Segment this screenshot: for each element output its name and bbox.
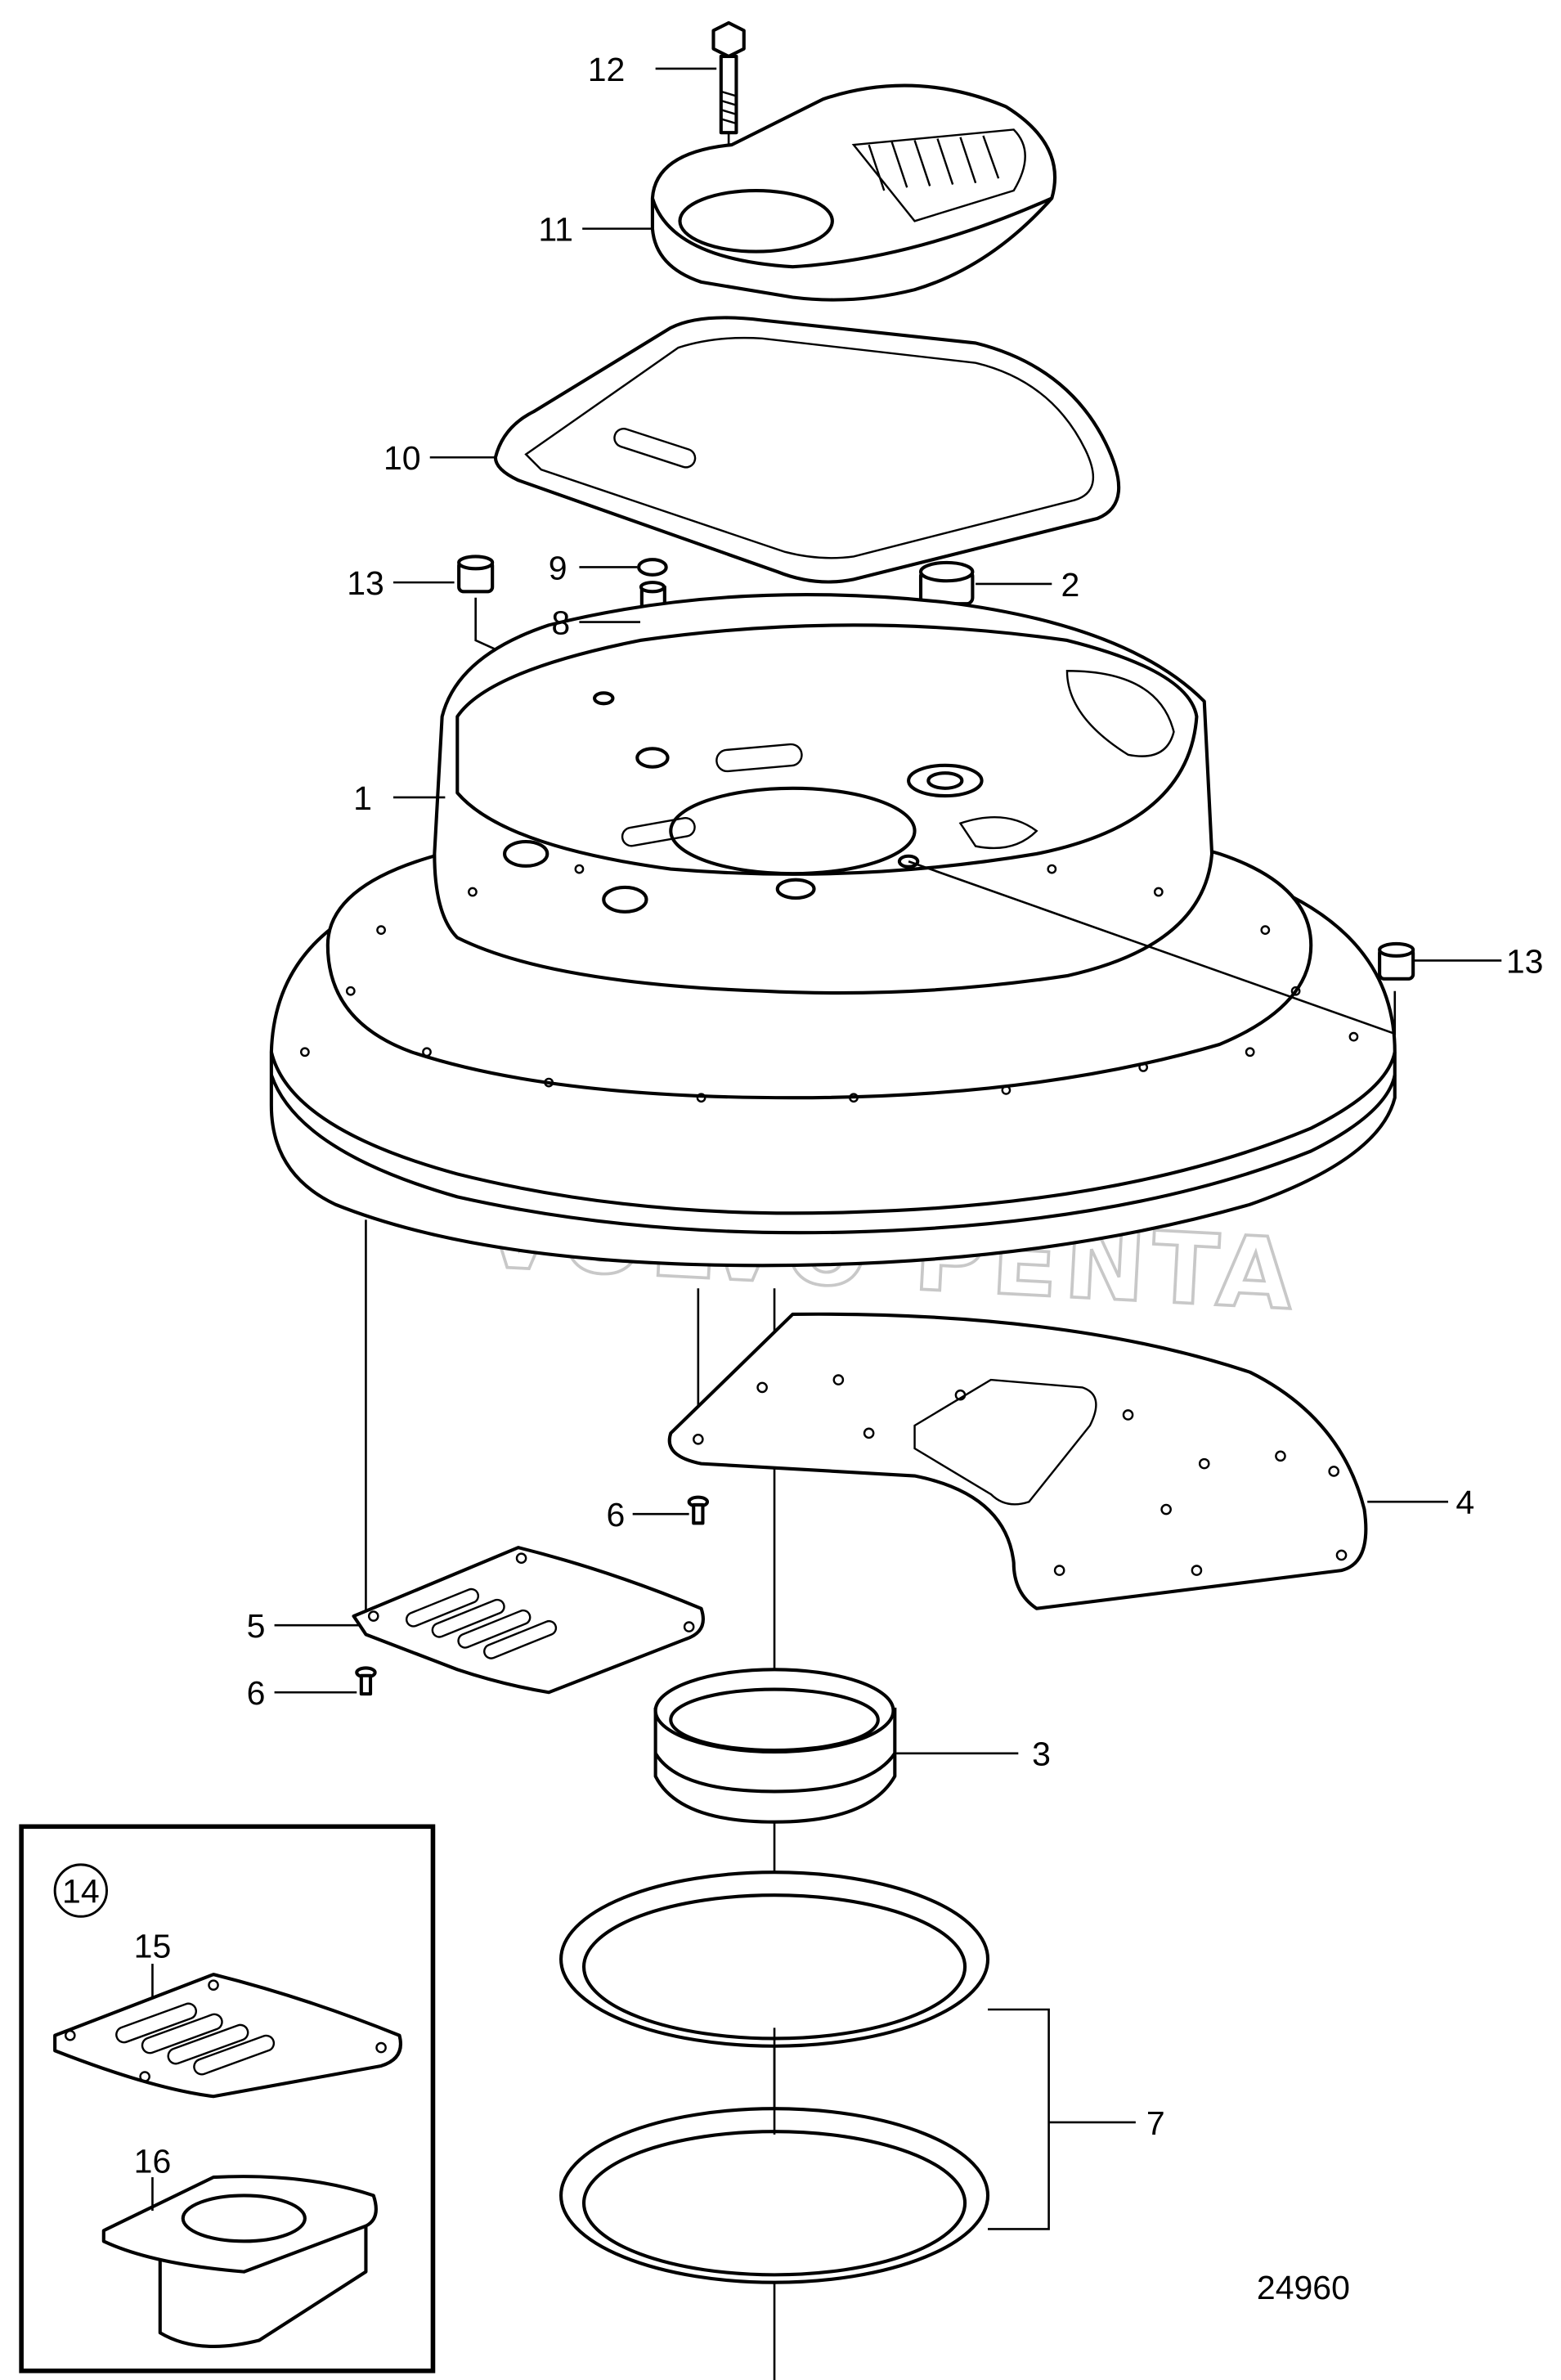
callout-6-lower: 6 — [247, 1674, 266, 1712]
o-ring-part-9[interactable] — [637, 558, 668, 577]
callout-11: 11 — [538, 211, 573, 249]
callout-3: 3 — [1032, 1736, 1051, 1773]
kit-14-inset — [19, 1824, 436, 2373]
leader-lines — [151, 67, 1502, 2230]
seal-rings-part-7[interactable] — [559, 1870, 990, 2284]
callout-16: 16 — [134, 2142, 172, 2180]
callout-5: 5 — [247, 1607, 266, 1645]
callout-13-right: 13 — [1506, 942, 1544, 980]
callout-7: 7 — [1146, 2104, 1165, 2142]
housing-part-1[interactable] — [269, 593, 1397, 1268]
screw-part-6-lower[interactable] — [355, 1666, 377, 1696]
callout-10: 10 — [384, 439, 421, 477]
cover-plate-part-4[interactable] — [667, 1312, 1368, 1610]
bracket-part-11[interactable] — [650, 83, 1057, 302]
screw-part-6-upper[interactable] — [687, 1495, 710, 1525]
drawing-number: 24960 — [1257, 2269, 1350, 2306]
sleeve-part-13-right[interactable] — [1378, 941, 1415, 981]
cover-part-16[interactable] — [101, 2175, 378, 2349]
callout-13-left: 13 — [347, 564, 384, 602]
callout-14: 14 — [62, 1873, 100, 1911]
callout-9: 9 — [549, 549, 567, 586]
callout-12: 12 — [588, 51, 626, 88]
callout-4: 4 — [1456, 1484, 1474, 1521]
callout-1: 1 — [353, 779, 372, 817]
bolt-part-12[interactable] — [711, 20, 746, 186]
gasket-part-10[interactable] — [493, 316, 1121, 584]
callout-8: 8 — [551, 604, 570, 642]
callout-15: 15 — [134, 1928, 172, 1965]
ring-part-3[interactable] — [653, 1668, 897, 1824]
grille-plate-part-5[interactable] — [352, 1546, 705, 1695]
callout-2: 2 — [1061, 566, 1080, 604]
callout-6-upper: 6 — [607, 1496, 626, 1534]
grille-plate-part-15[interactable] — [53, 1973, 402, 2099]
